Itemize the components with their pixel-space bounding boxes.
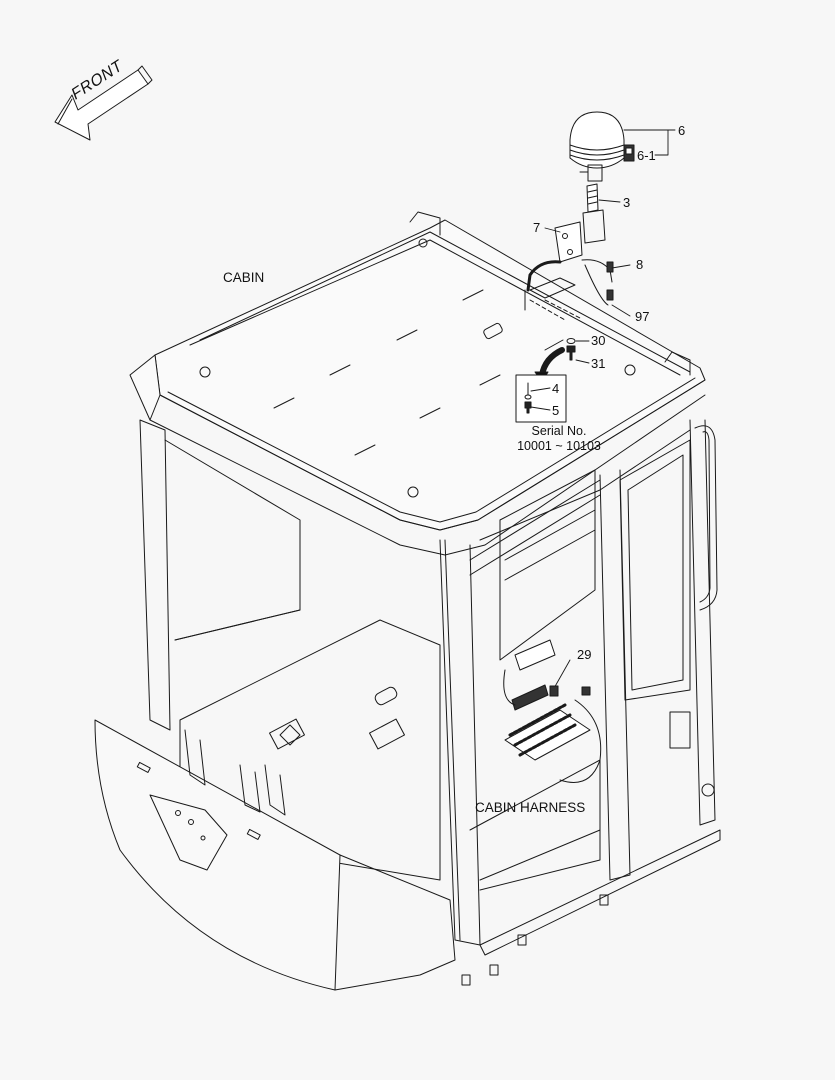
callout-7: 7 (533, 220, 541, 235)
bolt-icon (566, 345, 576, 361)
callout-leaders (530, 129, 676, 691)
callout-6: 6 (678, 123, 686, 138)
callout-6-1: 6-1 (637, 148, 656, 163)
callout-5: 5 (552, 403, 560, 418)
bulb-icon (623, 144, 635, 162)
cabin-frame (139, 419, 718, 946)
serial-detail-box (515, 374, 567, 423)
cabin-harness-label: CABIN HARNESS (475, 800, 586, 815)
beacon-lamp-icon (569, 111, 625, 182)
callout-30: 30 (591, 333, 606, 348)
cabin-base-right (461, 829, 721, 986)
cabin-roof (129, 211, 706, 556)
front-lower-panel (94, 719, 456, 991)
callout-3: 3 (623, 195, 631, 210)
callout-4: 4 (552, 381, 560, 396)
washer-icon (566, 338, 576, 344)
callout-29: 29 (577, 647, 592, 662)
serial-number-heading: Serial No. (531, 424, 587, 438)
serial-number-note: Serial No. 10001 ~ 10103 (503, 424, 615, 454)
mount-block (524, 277, 581, 321)
front-arrow-icon (54, 65, 153, 141)
cabin-label: CABIN (223, 270, 265, 285)
bracket-icon (554, 221, 583, 263)
serial-number-range: 10001 ~ 10103 (517, 439, 601, 453)
callout-97: 97 (635, 309, 650, 324)
callout-31: 31 (591, 356, 606, 371)
harness-icon (526, 259, 614, 306)
mounting-pole-icon (582, 183, 606, 244)
callout-8: 8 (636, 257, 644, 272)
cabin-harness-icon (503, 639, 602, 783)
